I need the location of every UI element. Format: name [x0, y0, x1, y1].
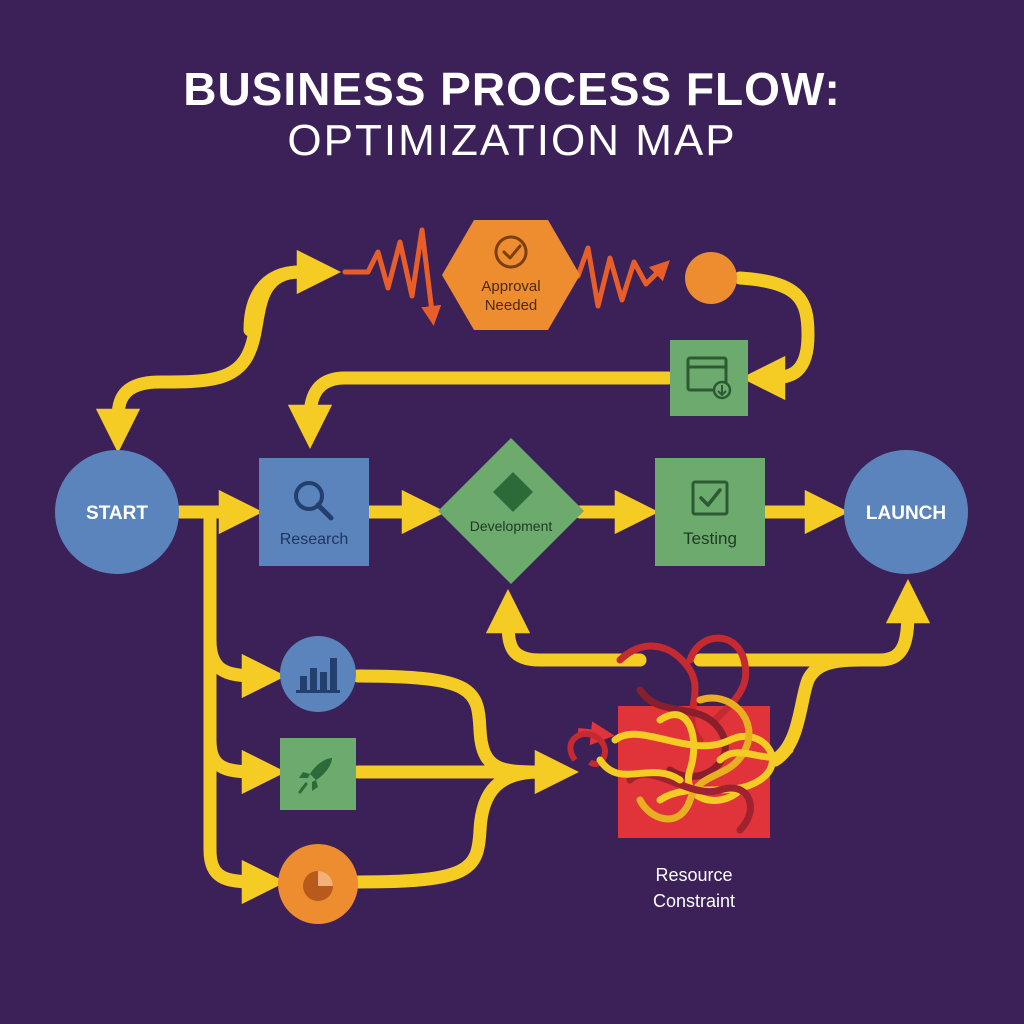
development-node: Development — [438, 438, 584, 584]
page-title-line2: OPTIMIZATION MAP — [287, 116, 737, 165]
magnifier-icon — [294, 481, 334, 521]
research-node: Research — [259, 458, 369, 566]
arrow-start-branch-analytics — [203, 511, 286, 699]
arrow-to-approval-row — [243, 249, 341, 337]
zigzag-before-approval — [342, 227, 442, 326]
approval-label-line2: Needed — [485, 297, 538, 314]
approval-label-line1: Approval — [481, 278, 540, 295]
arrow-approval-return-to-start — [95, 265, 307, 453]
launch-node: LAUNCH — [844, 450, 968, 574]
arrow-pie-to-bottleneck — [351, 765, 547, 889]
page-title-line1: BUSINESS PROCESS FLOW: — [183, 63, 841, 115]
arrow-bottleneck-to-development — [485, 589, 647, 667]
arrow-analytics-to-bottleneck — [351, 669, 547, 779]
launch-label: LAUNCH — [866, 503, 946, 524]
arrow-start-branch-pie — [203, 733, 286, 905]
testing-label: Testing — [683, 529, 737, 548]
arrow-feedback-to-research — [287, 371, 675, 449]
rocket-icon — [298, 758, 332, 794]
checkbox-icon — [691, 480, 729, 516]
analytics-node — [280, 636, 356, 712]
development-label: Development — [470, 518, 553, 534]
approval-needed-node: Approval Needed — [442, 220, 580, 330]
rocket-node — [280, 738, 356, 810]
feedback-node — [670, 340, 748, 416]
testing-node: Testing — [655, 458, 765, 566]
research-label: Research — [280, 531, 348, 548]
check-circle-icon — [494, 235, 528, 269]
pie-node — [278, 844, 358, 924]
resource-label-line1: Resource — [655, 865, 732, 885]
arrow-bottleneck-to-launch — [693, 579, 931, 667]
start-node: START — [55, 450, 179, 574]
arrow-bottleneck-up-right — [768, 653, 867, 767]
resource-constraint-node: Resource Constraint — [567, 634, 794, 911]
arrow-orange-dot-to-feedback — [733, 271, 815, 401]
zigzag-after-approval — [557, 245, 670, 309]
diamond-icon — [493, 472, 533, 512]
resource-label-line2: Constraint — [653, 891, 735, 911]
pie-chart-icon — [303, 871, 333, 901]
browser-window-icon — [686, 356, 732, 400]
start-label: START — [86, 503, 148, 524]
tangle-lines — [596, 634, 794, 834]
orange-waypoint — [685, 252, 737, 304]
bar-chart-icon — [296, 658, 340, 693]
